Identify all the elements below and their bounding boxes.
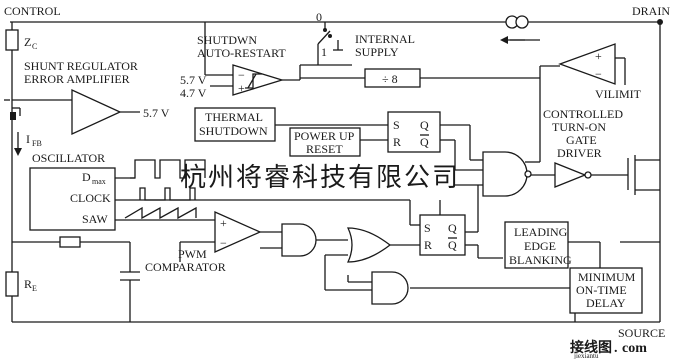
oscillator: OSCILLATOR D max CLOCK SAW xyxy=(29,151,116,231)
pwm-minus: − xyxy=(220,236,227,250)
capacitor xyxy=(120,271,140,290)
thermal-label-2: SHUTDOWN xyxy=(199,124,268,138)
resistor-re: R E xyxy=(5,271,37,297)
v57-label: 5.7 V xyxy=(180,73,207,87)
turnon-label-2: TURN-ON xyxy=(552,120,606,134)
v47-label: 4.7 V xyxy=(180,86,207,100)
pwm-plus: + xyxy=(220,216,227,230)
pin-control: CONTROL xyxy=(4,4,61,18)
and-gate-2 xyxy=(371,271,409,305)
v57-right: 5.7 V xyxy=(143,106,170,120)
zc-label: Z xyxy=(24,35,31,49)
wiring xyxy=(4,21,661,323)
powerup-label-2: RESET xyxy=(306,142,343,156)
site-dot: . xyxy=(614,341,618,356)
site-cn: 接线图 xyxy=(570,339,612,356)
site-watermark: 接线图 . com jiexiantu xyxy=(570,339,647,359)
nand-gate xyxy=(482,151,532,197)
leb-label-3: BLANKING xyxy=(509,253,572,267)
ifb-label: I xyxy=(26,132,30,146)
div8-label: ÷ 8 xyxy=(382,72,398,86)
site-url: jiexiantu xyxy=(573,352,599,359)
ff2-q: Q xyxy=(448,221,457,235)
pin-drain: DRAIN xyxy=(632,4,670,18)
shut-plus: + xyxy=(238,81,245,95)
ff2-r: R xyxy=(424,238,432,252)
re-label: R xyxy=(24,277,32,291)
ff2-qbar: Q xyxy=(448,238,457,252)
mot-label-1: MINIMUM xyxy=(578,270,636,284)
leb-label-2: EDGE xyxy=(524,239,556,253)
oscillator-label: OSCILLATOR xyxy=(32,151,105,165)
dmax-sub: max xyxy=(92,177,106,186)
internal-supply-1: INTERNAL xyxy=(355,32,415,46)
saw-label: SAW xyxy=(82,212,108,226)
switch-0: 0 xyxy=(316,10,322,24)
re-sub: E xyxy=(32,284,37,293)
or-gate xyxy=(346,227,392,263)
pwm-label-1: PWM xyxy=(178,247,207,261)
switch-1: 1 xyxy=(321,45,327,59)
ff1-qbar: Q xyxy=(420,135,429,149)
pin-source: SOURCE xyxy=(618,326,665,340)
site-com: com xyxy=(622,341,647,356)
turnon-label-1: CONTROLLED xyxy=(543,107,623,121)
series-resistor xyxy=(59,236,81,248)
zener-zc: Z C xyxy=(5,29,37,51)
shutdown-label-1: SHUTDWN xyxy=(197,33,257,47)
mot-label-3: DELAY xyxy=(586,296,626,310)
leb-label-1: LEADING xyxy=(514,225,568,239)
flip-flop-top: S R Q Q xyxy=(387,111,441,153)
vilimit-comparator: + − VILIMIT xyxy=(558,43,642,101)
ff2-s: S xyxy=(424,221,431,235)
flip-flop-bottom: S R Q Q xyxy=(419,214,466,256)
ff1-r: R xyxy=(393,135,401,149)
clock-label: CLOCK xyxy=(70,191,111,205)
vil-minus: − xyxy=(595,67,602,81)
power-up-reset: POWER UP RESET xyxy=(289,127,361,157)
shunt-label-1: SHUNT REGULATOR xyxy=(24,59,138,73)
pwm-comparator: + − PWM COMPARATOR xyxy=(145,210,262,274)
zc-sub: C xyxy=(32,42,37,51)
leading-edge-blanking: LEADING EDGE BLANKING xyxy=(504,221,572,269)
internal-supply-2: SUPPLY xyxy=(355,45,399,59)
thermal-label-1: THERMAL xyxy=(205,110,263,124)
watermark-cn: 杭州将睿科技有限公司 xyxy=(180,163,460,192)
gate-driver: CONTROLLED TURN-ON GATE DRIVER xyxy=(543,107,623,188)
and-gate-1 xyxy=(281,223,317,257)
shut-minus: − xyxy=(238,68,245,82)
dmax-label: D xyxy=(82,170,91,184)
waveforms xyxy=(124,159,206,220)
ff1-s: S xyxy=(393,118,400,132)
error-amplifier xyxy=(71,88,122,136)
vilimit-label: VILIMIT xyxy=(595,87,642,101)
pwm-label-2: COMPARATOR xyxy=(145,260,226,274)
mot-label-2: ON-TIME xyxy=(576,283,627,297)
current-source xyxy=(500,15,529,44)
shutdown-auto-restart: SHUTDWN AUTO-RESTART − + 5.7 V 4.7 V xyxy=(180,33,286,100)
minimum-on-time-delay: MINIMUM ON-TIME DELAY xyxy=(569,267,643,314)
turnon-label-3: GATE xyxy=(566,133,597,147)
ff1-q: Q xyxy=(420,118,429,132)
thermal-shutdown: THERMAL SHUTDOWN xyxy=(194,107,276,142)
shutdown-label-2: AUTO-RESTART xyxy=(197,46,286,60)
turnon-label-4: DRIVER xyxy=(557,146,602,160)
powerup-label-1: POWER UP xyxy=(294,129,355,143)
internal-supply: 0 1 INTERNAL SUPPLY xyxy=(316,10,415,59)
ifb-sub: FB xyxy=(32,139,42,148)
divide-by-8: ÷ 8 xyxy=(364,68,421,88)
shunt-regulator: SHUNT REGULATOR ERROR AMPLIFIER 5.7 V I … xyxy=(10,59,170,156)
shunt-label-2: ERROR AMPLIFIER xyxy=(24,72,130,86)
vil-plus: + xyxy=(595,49,602,63)
